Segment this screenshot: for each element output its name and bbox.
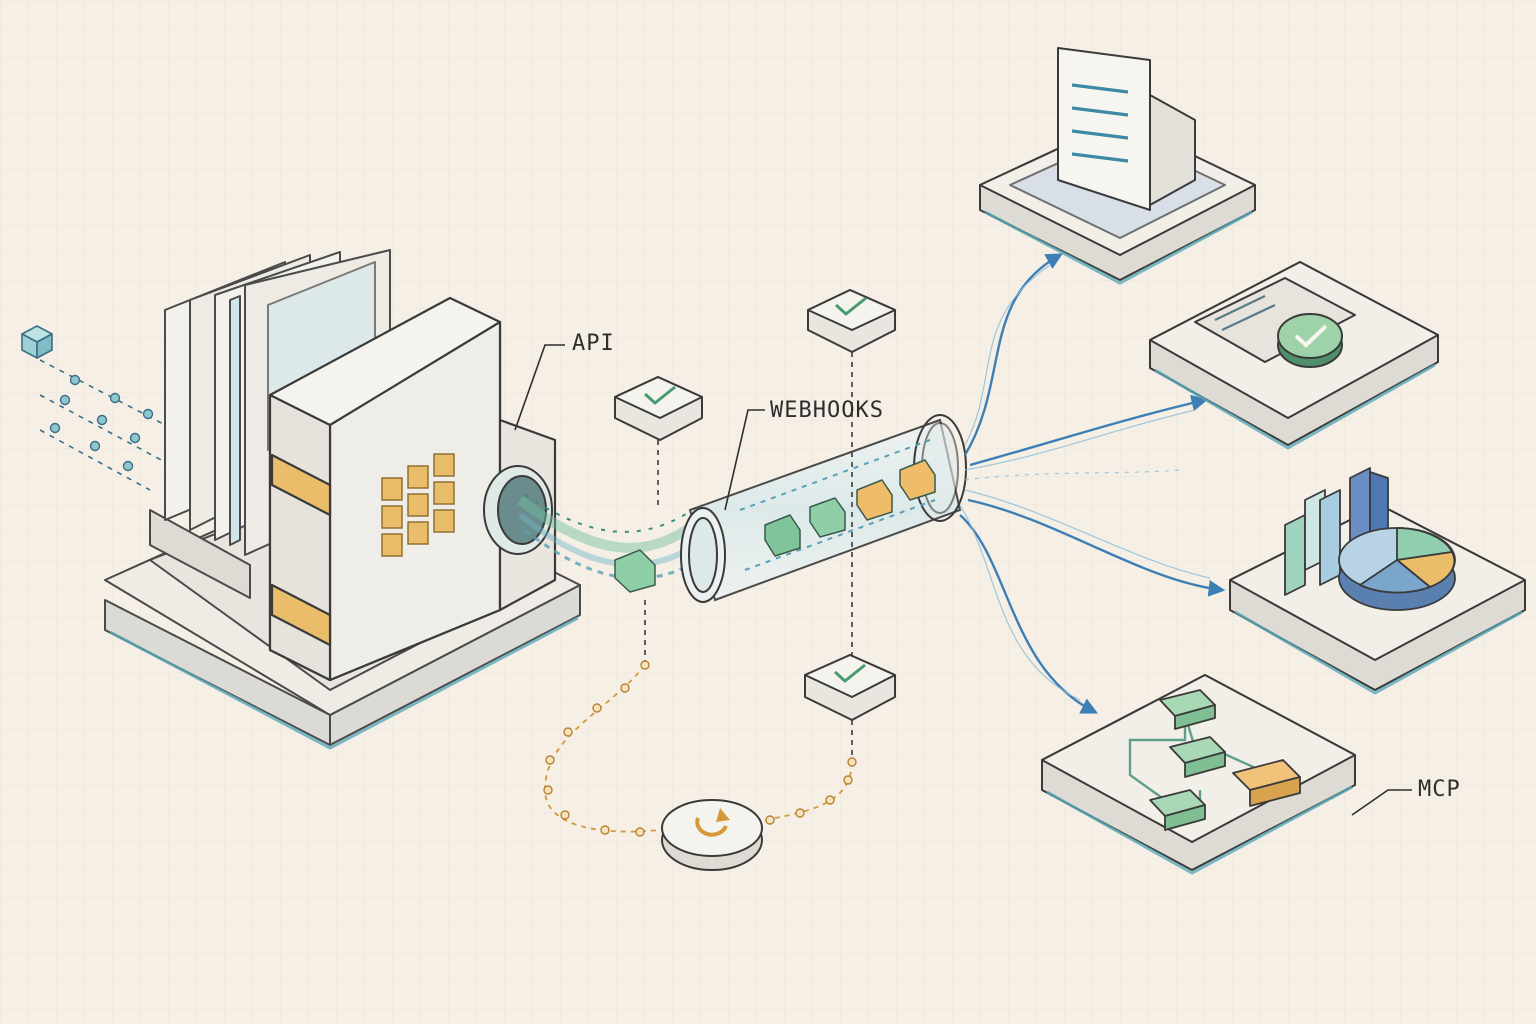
api-label: API <box>572 331 615 356</box>
document-icon <box>1057 47 1196 211</box>
retry-dots <box>543 660 857 837</box>
grid-icon <box>381 453 455 557</box>
pie-chart-icon <box>1338 527 1456 611</box>
flowchart-icon <box>1128 689 1301 831</box>
refresh-icon <box>661 799 763 871</box>
check-tile-left <box>614 376 703 441</box>
incoming-data-lines <box>39 359 176 491</box>
cube-icon <box>21 325 53 359</box>
check-icon <box>833 663 866 683</box>
approval-check-icon <box>1277 313 1343 368</box>
callout-lines <box>514 344 1412 816</box>
output-stream-strands <box>959 264 1211 701</box>
check-tile-bottom <box>804 654 896 721</box>
incoming-data-dots <box>49 374 154 472</box>
mcp-label: MCP <box>1418 777 1461 802</box>
api-port <box>483 465 553 555</box>
retry-loop <box>644 352 853 760</box>
payload-cubes <box>614 459 936 593</box>
check-icon <box>834 296 867 316</box>
check-icon <box>643 385 676 405</box>
webhooks-label: WEBHOOKS <box>770 398 884 423</box>
check-tile-top <box>807 289 896 353</box>
